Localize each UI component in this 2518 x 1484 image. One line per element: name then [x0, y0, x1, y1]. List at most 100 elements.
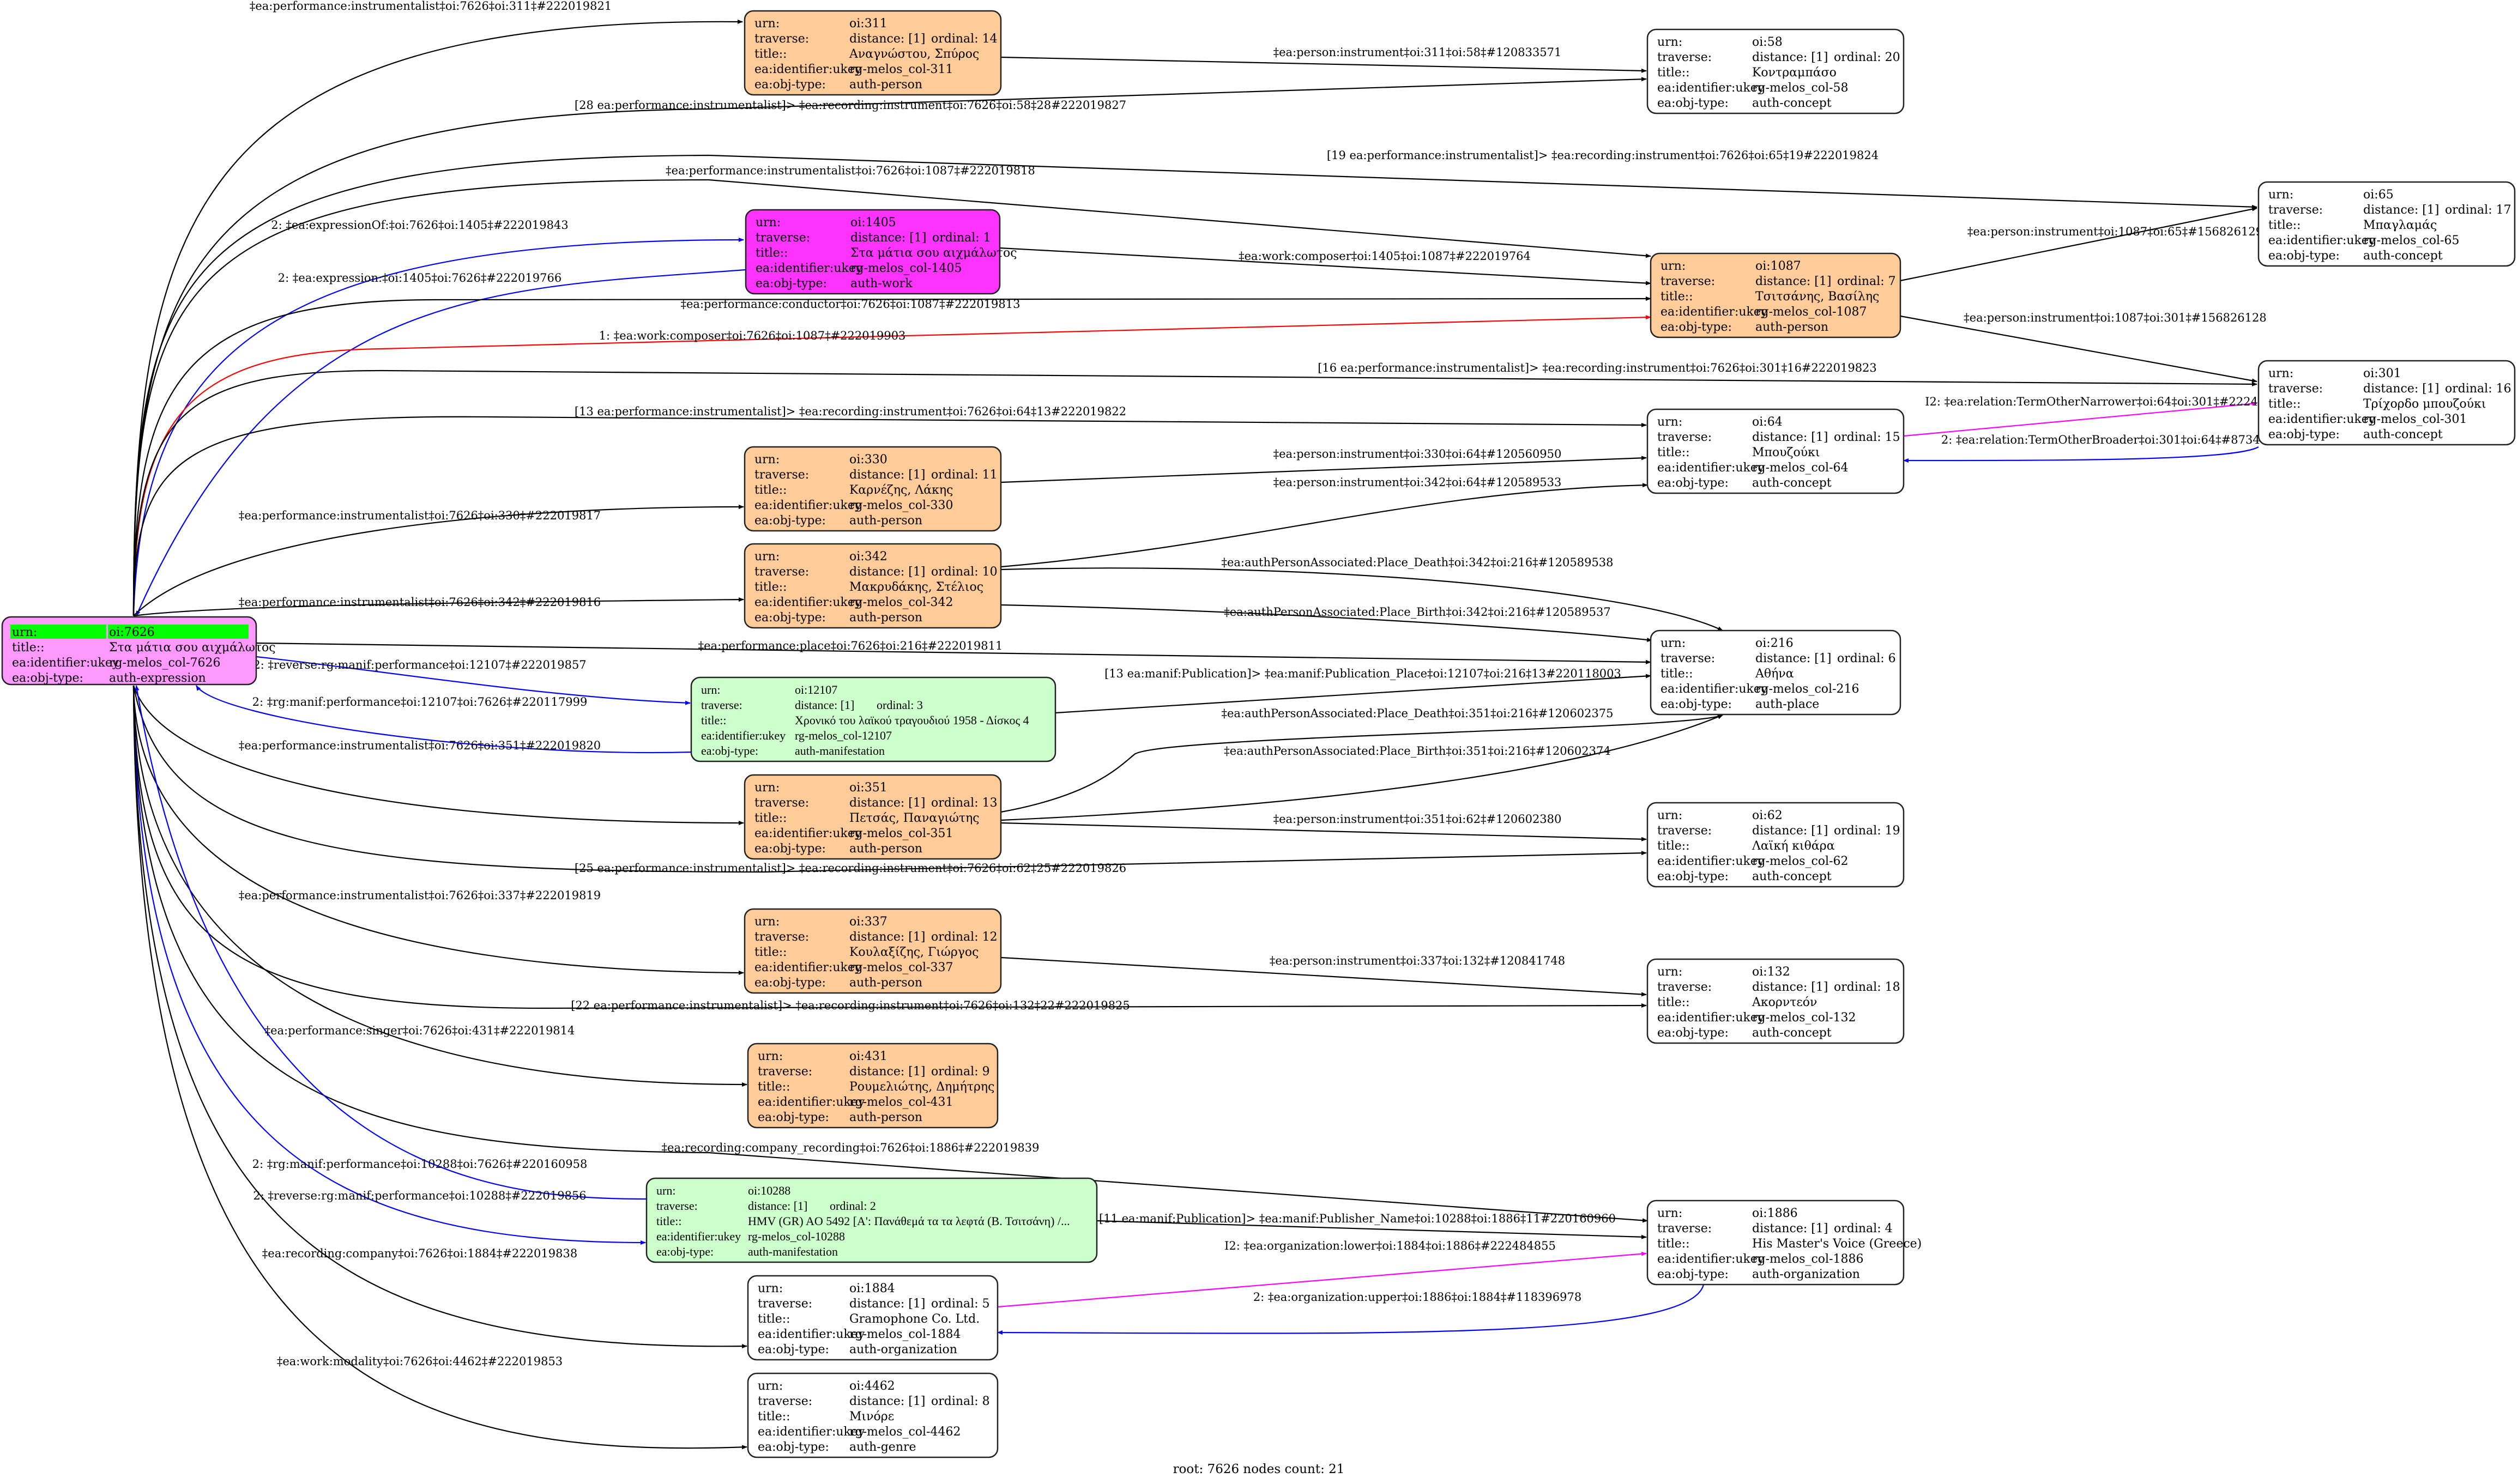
node-field-label-traverse: traverse:: [758, 1065, 812, 1079]
edge-7626-to-351[interactable]: [132, 685, 744, 825]
node-field-value-ukey: rg-melos_col-311: [849, 63, 953, 76]
edge-351-to-62[interactable]: [1000, 822, 1647, 841]
edge-1884-to-1886[interactable]: [997, 1251, 1647, 1308]
node-field-label-objtype: ea:obj-type:: [758, 1440, 829, 1454]
edge-351-to-216[interactable]: [1000, 714, 1723, 821]
root-header-value-band: [108, 625, 249, 639]
edge-342-to-216[interactable]: [1000, 567, 1723, 631]
node-field-label-title: title::: [756, 246, 788, 260]
edge-7626-to-311[interactable]: [132, 19, 743, 616]
node-traverse-ordinal: ordinal: 3: [877, 698, 923, 712]
edge-342-to-216[interactable]: [1000, 604, 1652, 643]
edge-342-to-64[interactable]: [1000, 483, 1648, 568]
edge-7626-to-4462[interactable]: [132, 685, 747, 1450]
edge-label: ‡ea:person:instrument‡oi:330‡oi:64‡#1205…: [1273, 447, 1562, 461]
edge-7626-to-64[interactable]: [132, 416, 1647, 616]
edge-7626-to-337[interactable]: [132, 685, 744, 975]
node-field-value-title: Αναγνώστου, Σπύρος: [849, 47, 979, 61]
edge-7626-to-1886[interactable]: [132, 685, 1648, 1223]
edge-7626-to-216[interactable]: [256, 642, 1651, 664]
node-field-label-ukey: ea:identifier:ukey: [754, 63, 862, 76]
node-traverse-distance: distance: [1]: [849, 468, 925, 482]
node-field-label-urn: urn:: [754, 453, 780, 467]
node-field-label-traverse: traverse:: [754, 468, 809, 482]
edge-311-to-58[interactable]: [1000, 56, 1647, 73]
edge-1405-to-7626[interactable]: [135, 269, 746, 616]
node-field-label-urn: urn:: [2268, 188, 2293, 202]
node-field-value-objtype: auth-genre: [849, 1440, 916, 1454]
edge-7626-to-431[interactable]: [132, 685, 747, 1087]
node-field-label-urn: urn:: [754, 550, 780, 564]
node-field-label-ukey: ea:identifier:ukey: [754, 827, 862, 840]
node-traverse-ordinal: ordinal: 18: [1834, 980, 1900, 994]
edge-64-to-301[interactable]: [1903, 401, 2257, 437]
node-field-value-ukey: rg-melos_col-132: [1752, 1011, 1856, 1025]
edge-1886-to-1884[interactable]: [997, 1284, 1705, 1335]
edge-label: [19 ea:performance:instrumentalist]> ‡ea…: [1327, 149, 1879, 162]
edge-7626-to-65[interactable]: [132, 154, 2257, 616]
edge-7626-to-1405[interactable]: [132, 238, 744, 616]
edge-7626-to-342[interactable]: [133, 597, 744, 617]
edge-330-to-64[interactable]: [1000, 456, 1647, 483]
node-field-label-ukey: ea:identifier:ukey: [656, 1229, 741, 1243]
edge-301-to-64[interactable]: [1903, 446, 2259, 463]
node-traverse-ordinal: ordinal: 13: [931, 796, 998, 810]
edge-1405-to-1087[interactable]: [999, 247, 1651, 286]
node-field-value-title: HMV (GR) AO 5492 [A': Πανάθεμά τα τα λεφ…: [748, 1214, 1070, 1228]
edge-337-to-132[interactable]: [1000, 956, 1647, 997]
edge-7626-to-12107[interactable]: [256, 656, 691, 705]
edge-label: ‡ea:performance:instrumentalist‡oi:7626‡…: [239, 509, 601, 522]
node-field-value-ukey: rg-melos_col-58: [1752, 81, 1849, 95]
node-traverse-distance: distance: [1]: [1752, 980, 1828, 994]
edge-7626-to-330[interactable]: [133, 505, 744, 616]
node-field-label-traverse: traverse:: [701, 698, 742, 712]
edge-10288-to-1886[interactable]: [1096, 1220, 1647, 1239]
edge-12107-to-7626[interactable]: [196, 685, 692, 754]
node-field-label-title: title::: [1657, 839, 1690, 853]
node-traverse-ordinal: ordinal: 15: [1834, 431, 1900, 444]
edge-10288-to-7626[interactable]: [135, 685, 647, 1200]
edge-7626-to-1884[interactable]: [132, 685, 747, 1349]
edge-7626-to-1087[interactable]: [132, 179, 1651, 616]
edge-7626-to-1087[interactable]: [132, 296, 1651, 616]
edge-1087-to-65[interactable]: [1900, 207, 2257, 282]
edge-7626-to-10288[interactable]: [132, 685, 646, 1245]
edge-12107-to-216[interactable]: [1055, 674, 1651, 714]
edge-351-to-216[interactable]: [1000, 714, 1723, 813]
node-field-label-traverse: traverse:: [754, 930, 809, 944]
edge-7626-to-62[interactable]: [132, 685, 1647, 873]
node-field-label-title: title::: [758, 1080, 790, 1094]
edge-7626-to-132[interactable]: [132, 685, 1647, 1009]
node-box: [1646, 408, 1905, 494]
edge-7626-to-301[interactable]: [132, 370, 2257, 616]
node-box: [1646, 28, 1905, 114]
node-field-value-urn: oi:330: [849, 453, 887, 467]
node-field-label-ukey: ea:identifier:ukey: [1657, 461, 1765, 475]
edge-label: 2: ‡ea:organization:upper‡oi:1886‡oi:188…: [1253, 1291, 1581, 1304]
node-field-label-urn: urn:: [2268, 367, 2293, 380]
edge-1087-to-301[interactable]: [1900, 315, 2257, 383]
node-traverse-distance: distance: [1]: [849, 565, 925, 579]
node-field-value-objtype: auth-work: [850, 277, 913, 290]
